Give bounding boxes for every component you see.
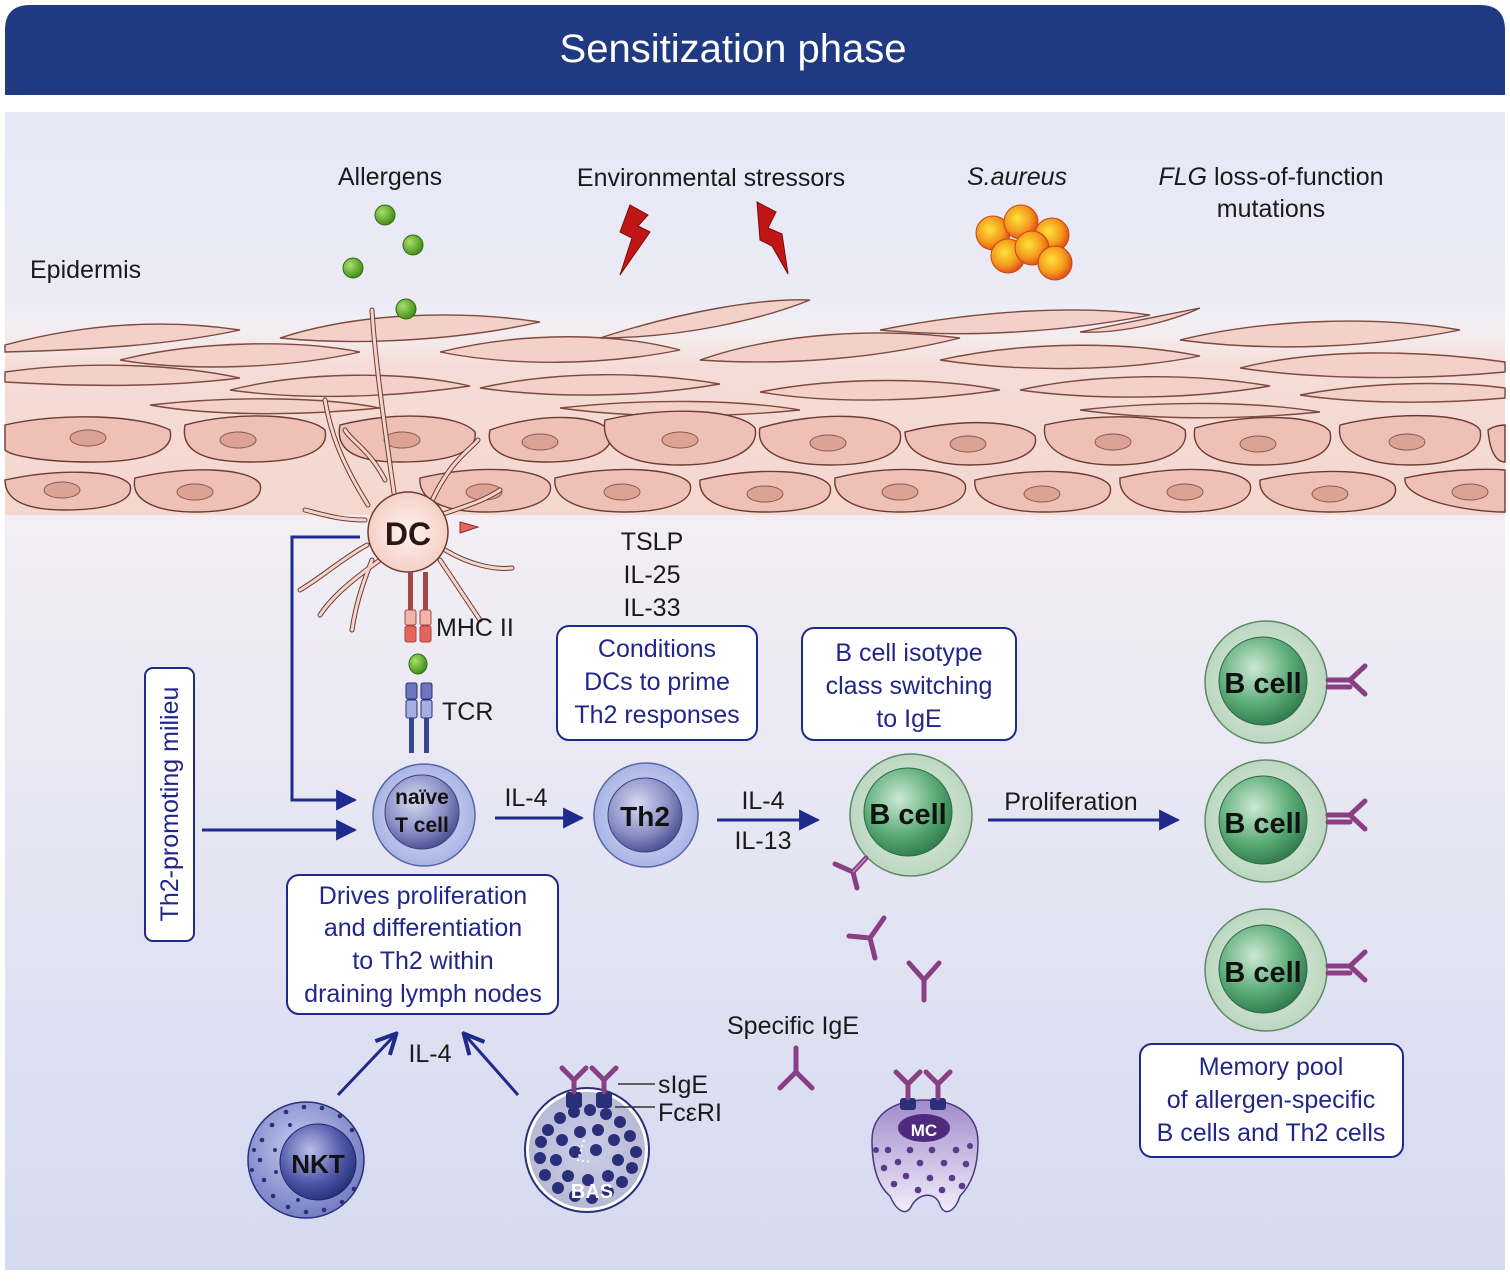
isotype-switching-box: B cell isotype class switching to IgE [801,627,1017,741]
memory-line1: Memory pool [1199,1053,1344,1081]
basophil-cell: BAS [524,1065,655,1213]
sige-label: sIgE [658,1071,708,1099]
b-cell-memory-2: B cell [1204,759,1368,883]
b-cell-memory-2-label: B cell [1224,808,1301,840]
flg-rest-text: loss-of-function [1207,163,1383,191]
header-title: Sensitization phase [560,27,907,71]
b-cell-center-label: B cell [869,799,946,831]
specific-ige-label: Specific IgE [727,1012,859,1040]
bas-receptors [559,1065,619,1108]
b-cell-memory-3: B cell [1204,908,1368,1032]
bas-label: BAS [571,1181,613,1203]
environmental-stressors-label: Environmental stressors [577,164,845,192]
proliferation-label: Proliferation [1004,788,1137,816]
nkt-granules [250,1104,357,1215]
stratum-corneum [4,299,1506,419]
b-cell-center: B cell [832,753,973,891]
drives-line3: to Th2 within [352,947,493,975]
flg-gene-text: FLG [1158,163,1207,191]
mast-cell: MC [871,1069,979,1213]
nkt-label: NKT [291,1149,345,1179]
th2-cell: Th2 [593,762,699,868]
epidermis-label: Epidermis [30,256,141,284]
tcr-label: TCR [442,698,493,726]
fceri-label: FcεRI [658,1099,722,1127]
conditions-line1: Conditions [598,635,716,663]
th2-milieu-label: Th2-promoting milieu [156,687,184,922]
naive-label-line1: naïve [395,786,449,809]
tcr-receptor [405,682,433,753]
drives-line4: draining lymph nodes [304,980,542,1008]
th2-label: Th2 [620,801,670,832]
naive-t-cell: naïve T cell [372,763,476,867]
cytokine-il25: IL-25 [624,561,681,589]
b-cell-memory-1: B cell [1204,620,1368,744]
allergens-label: Allergens [338,163,442,191]
arrows [202,535,1181,1097]
drives-line1: Drives proliferation [319,882,527,910]
drives-line2: and differentiation [324,914,522,942]
saureus-label: S.aureus [967,163,1067,191]
conditions-box: Conditions DCs to prime Th2 responses [556,625,758,741]
mc-label: MC [911,1121,937,1140]
memory-pool-box: Memory pool of allergen-specific B cells… [1139,1043,1404,1158]
conditions-line3: Th2 responses [574,701,739,729]
flg-label: FLG loss-of-function [1158,163,1383,191]
nkt-cell: NKT [247,1101,365,1219]
il4-label-3: IL-4 [408,1040,451,1068]
memory-line3: B cells and Th2 cells [1157,1119,1386,1147]
dc-to-naive-arrow [290,535,360,811]
b-cell-memory-1-label: B cell [1224,668,1301,700]
mhc-ii-receptor [404,572,432,675]
ige-antibodies [777,915,942,1091]
th2-milieu-box: Th2-promoting milieu [144,667,195,942]
il4-label-2: IL-4 [741,787,784,815]
nkt-arrow [336,1035,395,1097]
mc-receptors [893,1069,953,1110]
il4-label-1: IL-4 [504,784,547,812]
conditions-line2: DCs to prime [584,668,730,696]
naive-label-line2: T cell [395,814,449,837]
memory-line2: of allergen-specific [1167,1086,1375,1114]
cytokine-il33: IL-33 [624,594,681,622]
bacteria-icon [975,204,1073,281]
lightning-icon [619,201,789,276]
drives-proliferation-box: Drives proliferation and differentiation… [286,874,559,1015]
dendritic-cell: DC [297,307,515,633]
flg-line2-label: mutations [1217,195,1325,223]
bas-granules [534,1104,642,1204]
b-cell-memory-3-label: B cell [1224,957,1301,989]
bas-arrow [465,1035,520,1096]
header-bar: Sensitization phase [5,5,1505,95]
dc-label: DC [385,516,431,552]
cytokine-tslp: TSLP [621,528,684,556]
isotype-line3: to IgE [876,705,941,733]
mc-granules [873,1143,973,1194]
mhc-ii-label: MHC II [436,614,514,642]
keratinocyte-layer [4,410,1506,513]
il13-label: IL-13 [735,827,792,855]
isotype-line2: class switching [826,672,993,700]
allergen-particles [342,204,424,320]
isotype-line1: B cell isotype [835,639,982,667]
